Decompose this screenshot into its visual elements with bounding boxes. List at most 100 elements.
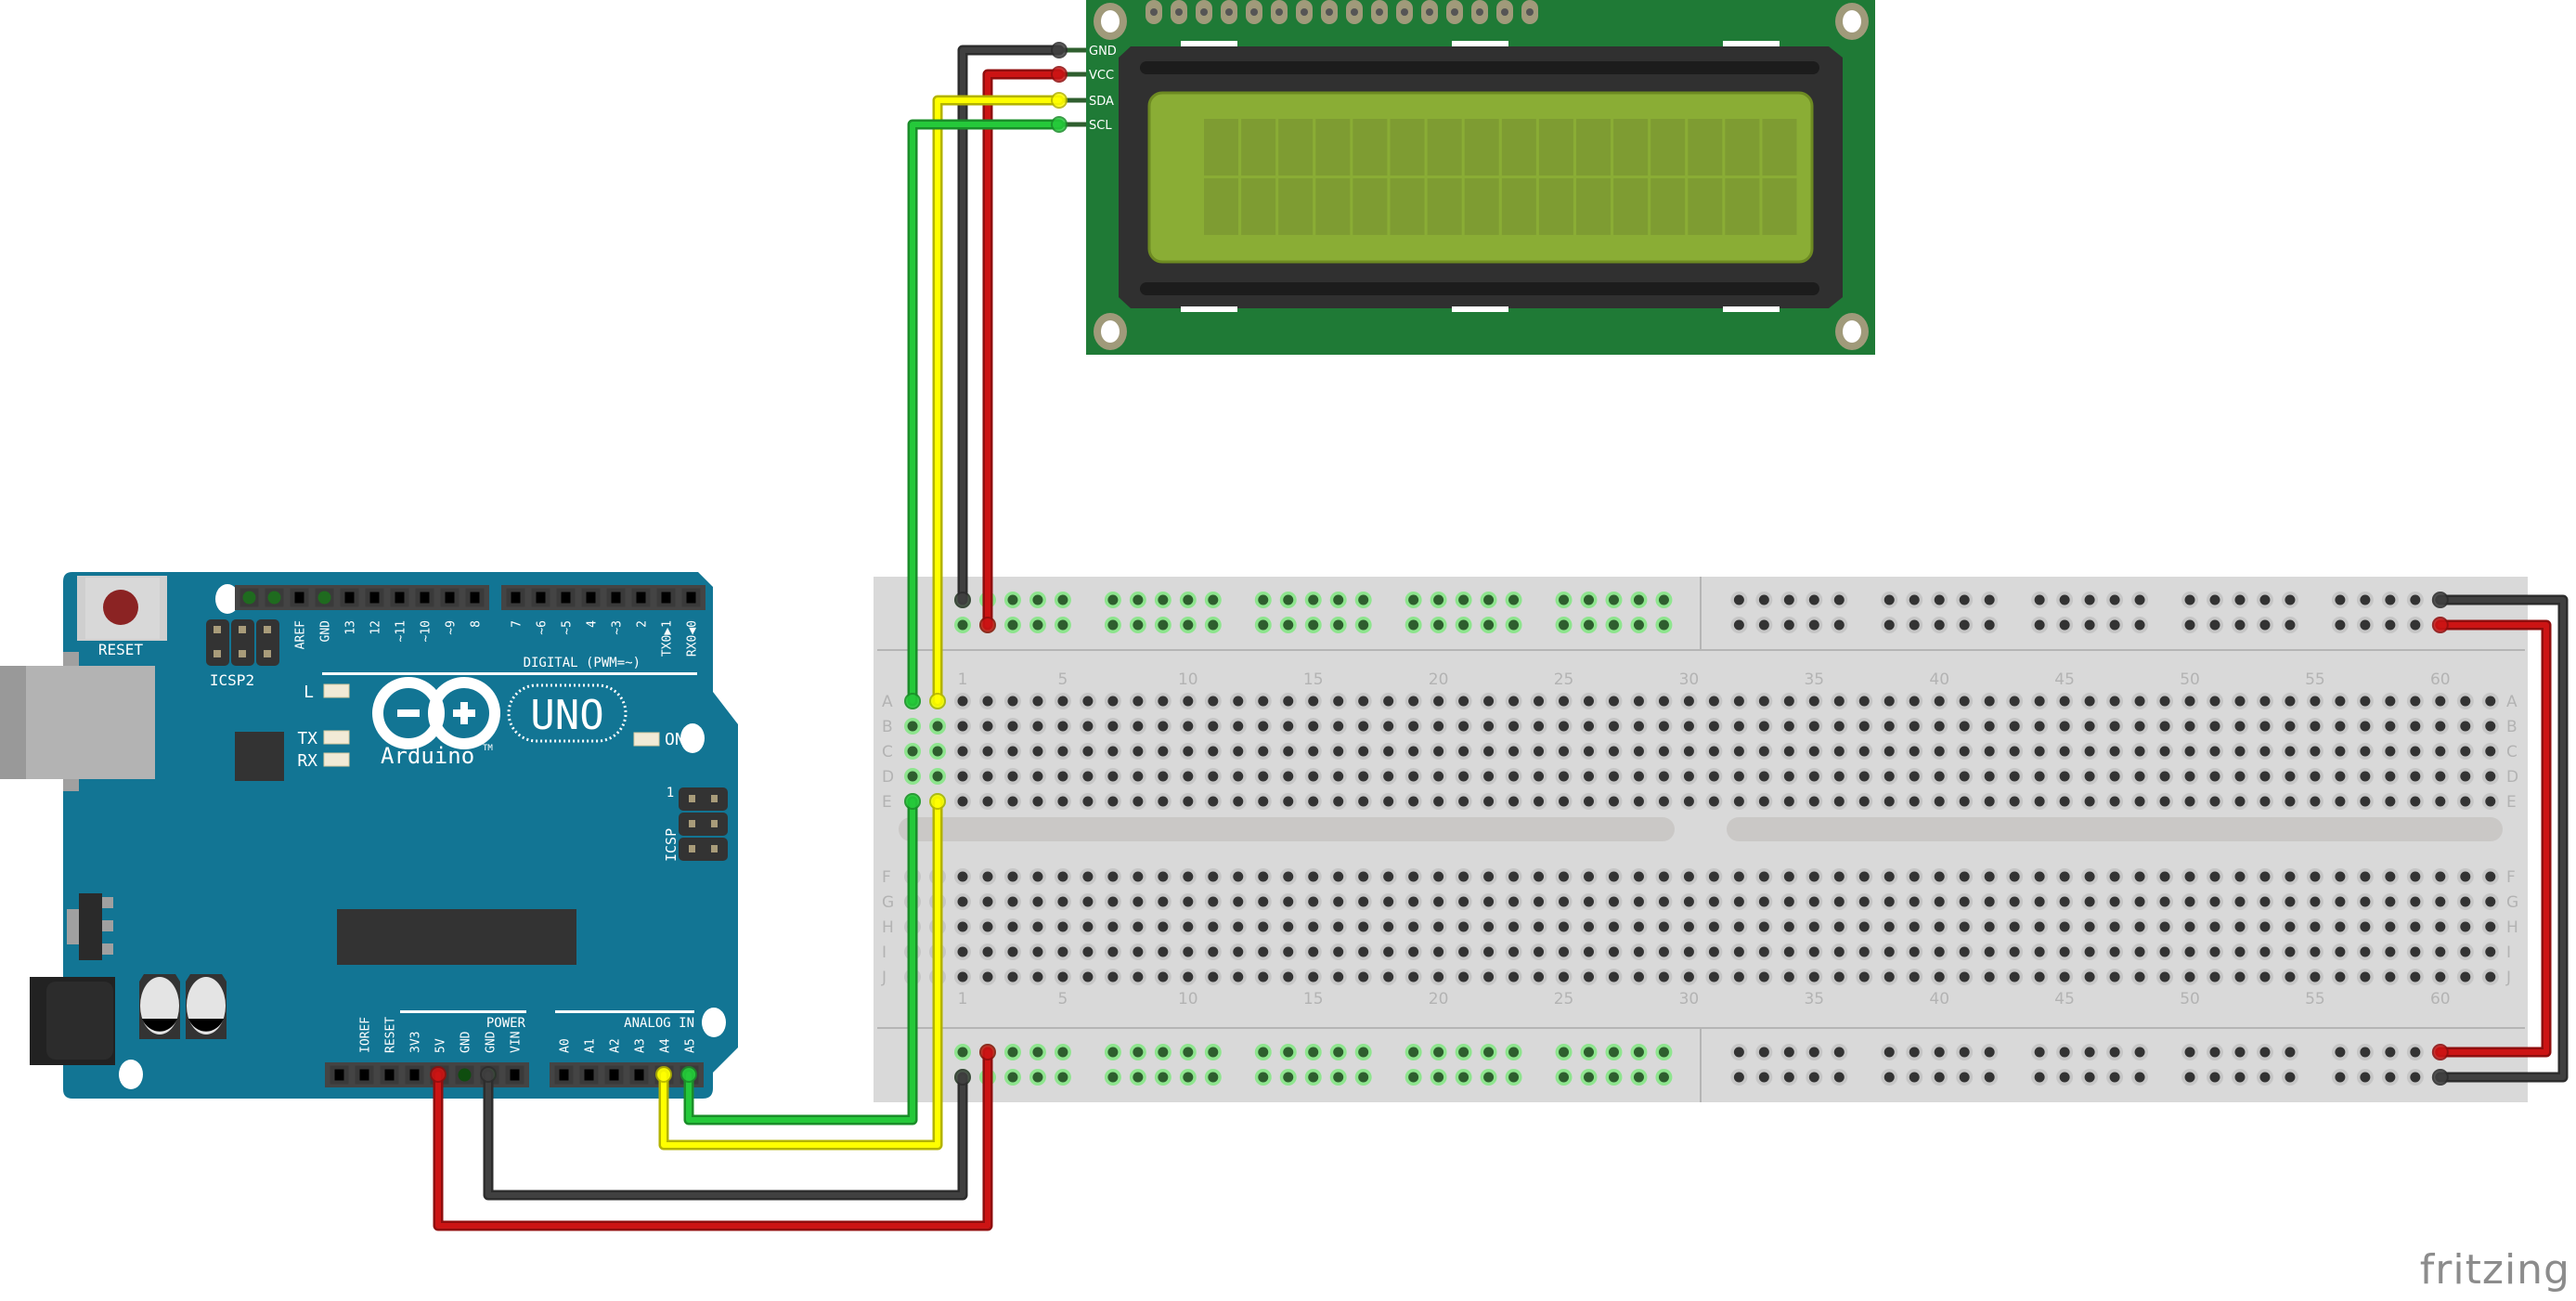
wire-scl-arduino-endpoint[interactable] bbox=[904, 793, 922, 810]
rail-hole-top bbox=[2259, 594, 2271, 605]
breadboard-hole bbox=[2159, 696, 2170, 707]
wire-5v-arduino-core[interactable] bbox=[435, 1049, 990, 1229]
top-digital-pin-connected[interactable] bbox=[317, 591, 331, 605]
wire-rail-bridge-vcc-endpoint[interactable] bbox=[2431, 1044, 2449, 1060]
wire-gnd-arduino-endpoint[interactable] bbox=[480, 1066, 497, 1083]
wire-gnd-arduino-endpoint[interactable] bbox=[954, 1069, 971, 1086]
digital-pin[interactable] bbox=[686, 592, 696, 604]
led-tx-label: TX bbox=[297, 729, 317, 748]
wire-rail-bridge-gnd-endpoint[interactable] bbox=[2431, 592, 2449, 608]
breadboard-hole bbox=[1909, 721, 1920, 732]
reset-button[interactable] bbox=[103, 590, 138, 625]
rail-hole-top bbox=[2134, 594, 2145, 605]
wire-scl-arduino-endpoint[interactable] bbox=[680, 1066, 697, 1083]
power-pin[interactable] bbox=[334, 1069, 344, 1081]
analog-pin[interactable] bbox=[559, 1069, 569, 1081]
wire-5v-arduino-endpoint[interactable] bbox=[978, 1044, 996, 1060]
digital-pin[interactable] bbox=[636, 592, 646, 604]
wire-scl-arduino[interactable] bbox=[680, 793, 922, 1125]
digital-pin[interactable] bbox=[661, 592, 671, 604]
wire-rail-bridge-gnd[interactable] bbox=[2431, 592, 2569, 1086]
wire-scl-lcd-endpoint[interactable] bbox=[904, 693, 922, 709]
breadboard-hole bbox=[1683, 696, 1694, 707]
breadboard-hole bbox=[1433, 921, 1444, 932]
digital-pin[interactable] bbox=[536, 592, 546, 604]
wire-sda-arduino-endpoint[interactable] bbox=[655, 1066, 672, 1083]
breadboard-hole bbox=[2234, 971, 2246, 982]
wire-rail-bridge-gnd-core[interactable] bbox=[2437, 597, 2566, 1080]
digital-pin[interactable] bbox=[511, 592, 521, 604]
breadboard-hole bbox=[1383, 921, 1394, 932]
wire-vcc-lcd-endpoint[interactable] bbox=[1051, 66, 1068, 83]
breadboard-hole bbox=[957, 921, 968, 932]
wire-sda-arduino[interactable] bbox=[655, 793, 947, 1151]
breadboard-hole bbox=[1032, 946, 1043, 957]
wire-gnd-lcd-core[interactable] bbox=[960, 47, 1062, 603]
analog-pin[interactable] bbox=[609, 1069, 619, 1081]
wire-gnd-lcd[interactable] bbox=[954, 42, 1068, 608]
breadboard-hole bbox=[2460, 871, 2471, 882]
wire-rail-bridge-vcc[interactable] bbox=[2431, 617, 2552, 1060]
power-pin[interactable] bbox=[359, 1069, 369, 1081]
wire-vcc-lcd-outline[interactable] bbox=[982, 69, 1065, 631]
power-pin-connected[interactable] bbox=[458, 1068, 472, 1082]
lcd-pin-lead bbox=[1058, 98, 1086, 103]
digital-pin[interactable] bbox=[561, 592, 571, 604]
top-digital-pin[interactable] bbox=[420, 592, 430, 604]
rail-hole-bottom bbox=[1934, 1072, 1945, 1083]
analog-pin[interactable] bbox=[634, 1069, 644, 1081]
lcd-char-cell bbox=[1501, 119, 1536, 176]
wire-gnd-lcd-endpoint[interactable] bbox=[1051, 42, 1068, 59]
wire-scl-arduino-core[interactable] bbox=[686, 799, 916, 1123]
mounting-hole bbox=[215, 584, 239, 614]
digital-pin[interactable] bbox=[586, 592, 596, 604]
top-digital-pin[interactable] bbox=[369, 592, 380, 604]
lcd-char-cell bbox=[1204, 119, 1238, 176]
breadboard-hole bbox=[1158, 871, 1169, 882]
wire-5v-arduino-endpoint[interactable] bbox=[430, 1066, 447, 1083]
power-pin[interactable] bbox=[384, 1069, 395, 1081]
wire-gnd-lcd-outline[interactable] bbox=[957, 45, 1065, 605]
power-pin-label: GND bbox=[460, 1031, 473, 1053]
top-digital-pin[interactable] bbox=[294, 592, 304, 604]
wire-sda-lcd-core[interactable] bbox=[935, 98, 1062, 704]
wire-5v-arduino[interactable] bbox=[430, 1044, 996, 1231]
wire-sda-arduino-core[interactable] bbox=[661, 799, 941, 1148]
wire-vcc-lcd-core[interactable] bbox=[984, 72, 1062, 628]
wire-scl-lcd[interactable] bbox=[904, 116, 1068, 709]
wire-gnd-arduino-core[interactable] bbox=[485, 1072, 965, 1198]
wire-scl-lcd-endpoint[interactable] bbox=[1051, 116, 1068, 133]
top-digital-pin[interactable] bbox=[344, 592, 355, 604]
wire-sda-lcd-endpoint[interactable] bbox=[929, 693, 947, 709]
wire-vcc-lcd[interactable] bbox=[978, 66, 1068, 633]
top-digital-pin[interactable] bbox=[395, 592, 405, 604]
wire-gnd-arduino[interactable] bbox=[480, 1066, 971, 1201]
wire-sda-lcd[interactable] bbox=[929, 92, 1068, 709]
top-digital-pin-connected[interactable] bbox=[267, 591, 281, 605]
breadboard-hole bbox=[1658, 796, 1669, 807]
wire-sda-arduino-endpoint[interactable] bbox=[929, 793, 947, 810]
breadboard-hole bbox=[2034, 946, 2045, 957]
analog-pin[interactable] bbox=[584, 1069, 594, 1081]
top-digital-pin-connected[interactable] bbox=[242, 591, 256, 605]
breadboard-hole bbox=[1133, 921, 1144, 932]
wire-rail-bridge-gnd-endpoint[interactable] bbox=[2431, 1069, 2449, 1086]
top-digital-pin[interactable] bbox=[445, 592, 455, 604]
power-pin[interactable] bbox=[510, 1069, 520, 1081]
wire-scl-lcd-core[interactable] bbox=[910, 122, 1062, 704]
breadboard-hole bbox=[1183, 896, 1194, 907]
breadboard-hole bbox=[2084, 796, 2095, 807]
breadboard-hole bbox=[2435, 746, 2446, 757]
digital-pin[interactable] bbox=[611, 592, 621, 604]
wire-rail-bridge-vcc-core[interactable] bbox=[2437, 622, 2549, 1055]
power-pin[interactable] bbox=[409, 1069, 420, 1081]
wire-vcc-lcd-endpoint[interactable] bbox=[978, 617, 996, 633]
wire-gnd-lcd-endpoint[interactable] bbox=[954, 592, 971, 608]
wire-sda-lcd-endpoint[interactable] bbox=[1051, 92, 1068, 109]
top-digital-pin[interactable] bbox=[470, 592, 480, 604]
wire-rail-bridge-vcc-endpoint[interactable] bbox=[2431, 617, 2449, 633]
top-digital-pin-label: ~9 bbox=[445, 620, 459, 635]
